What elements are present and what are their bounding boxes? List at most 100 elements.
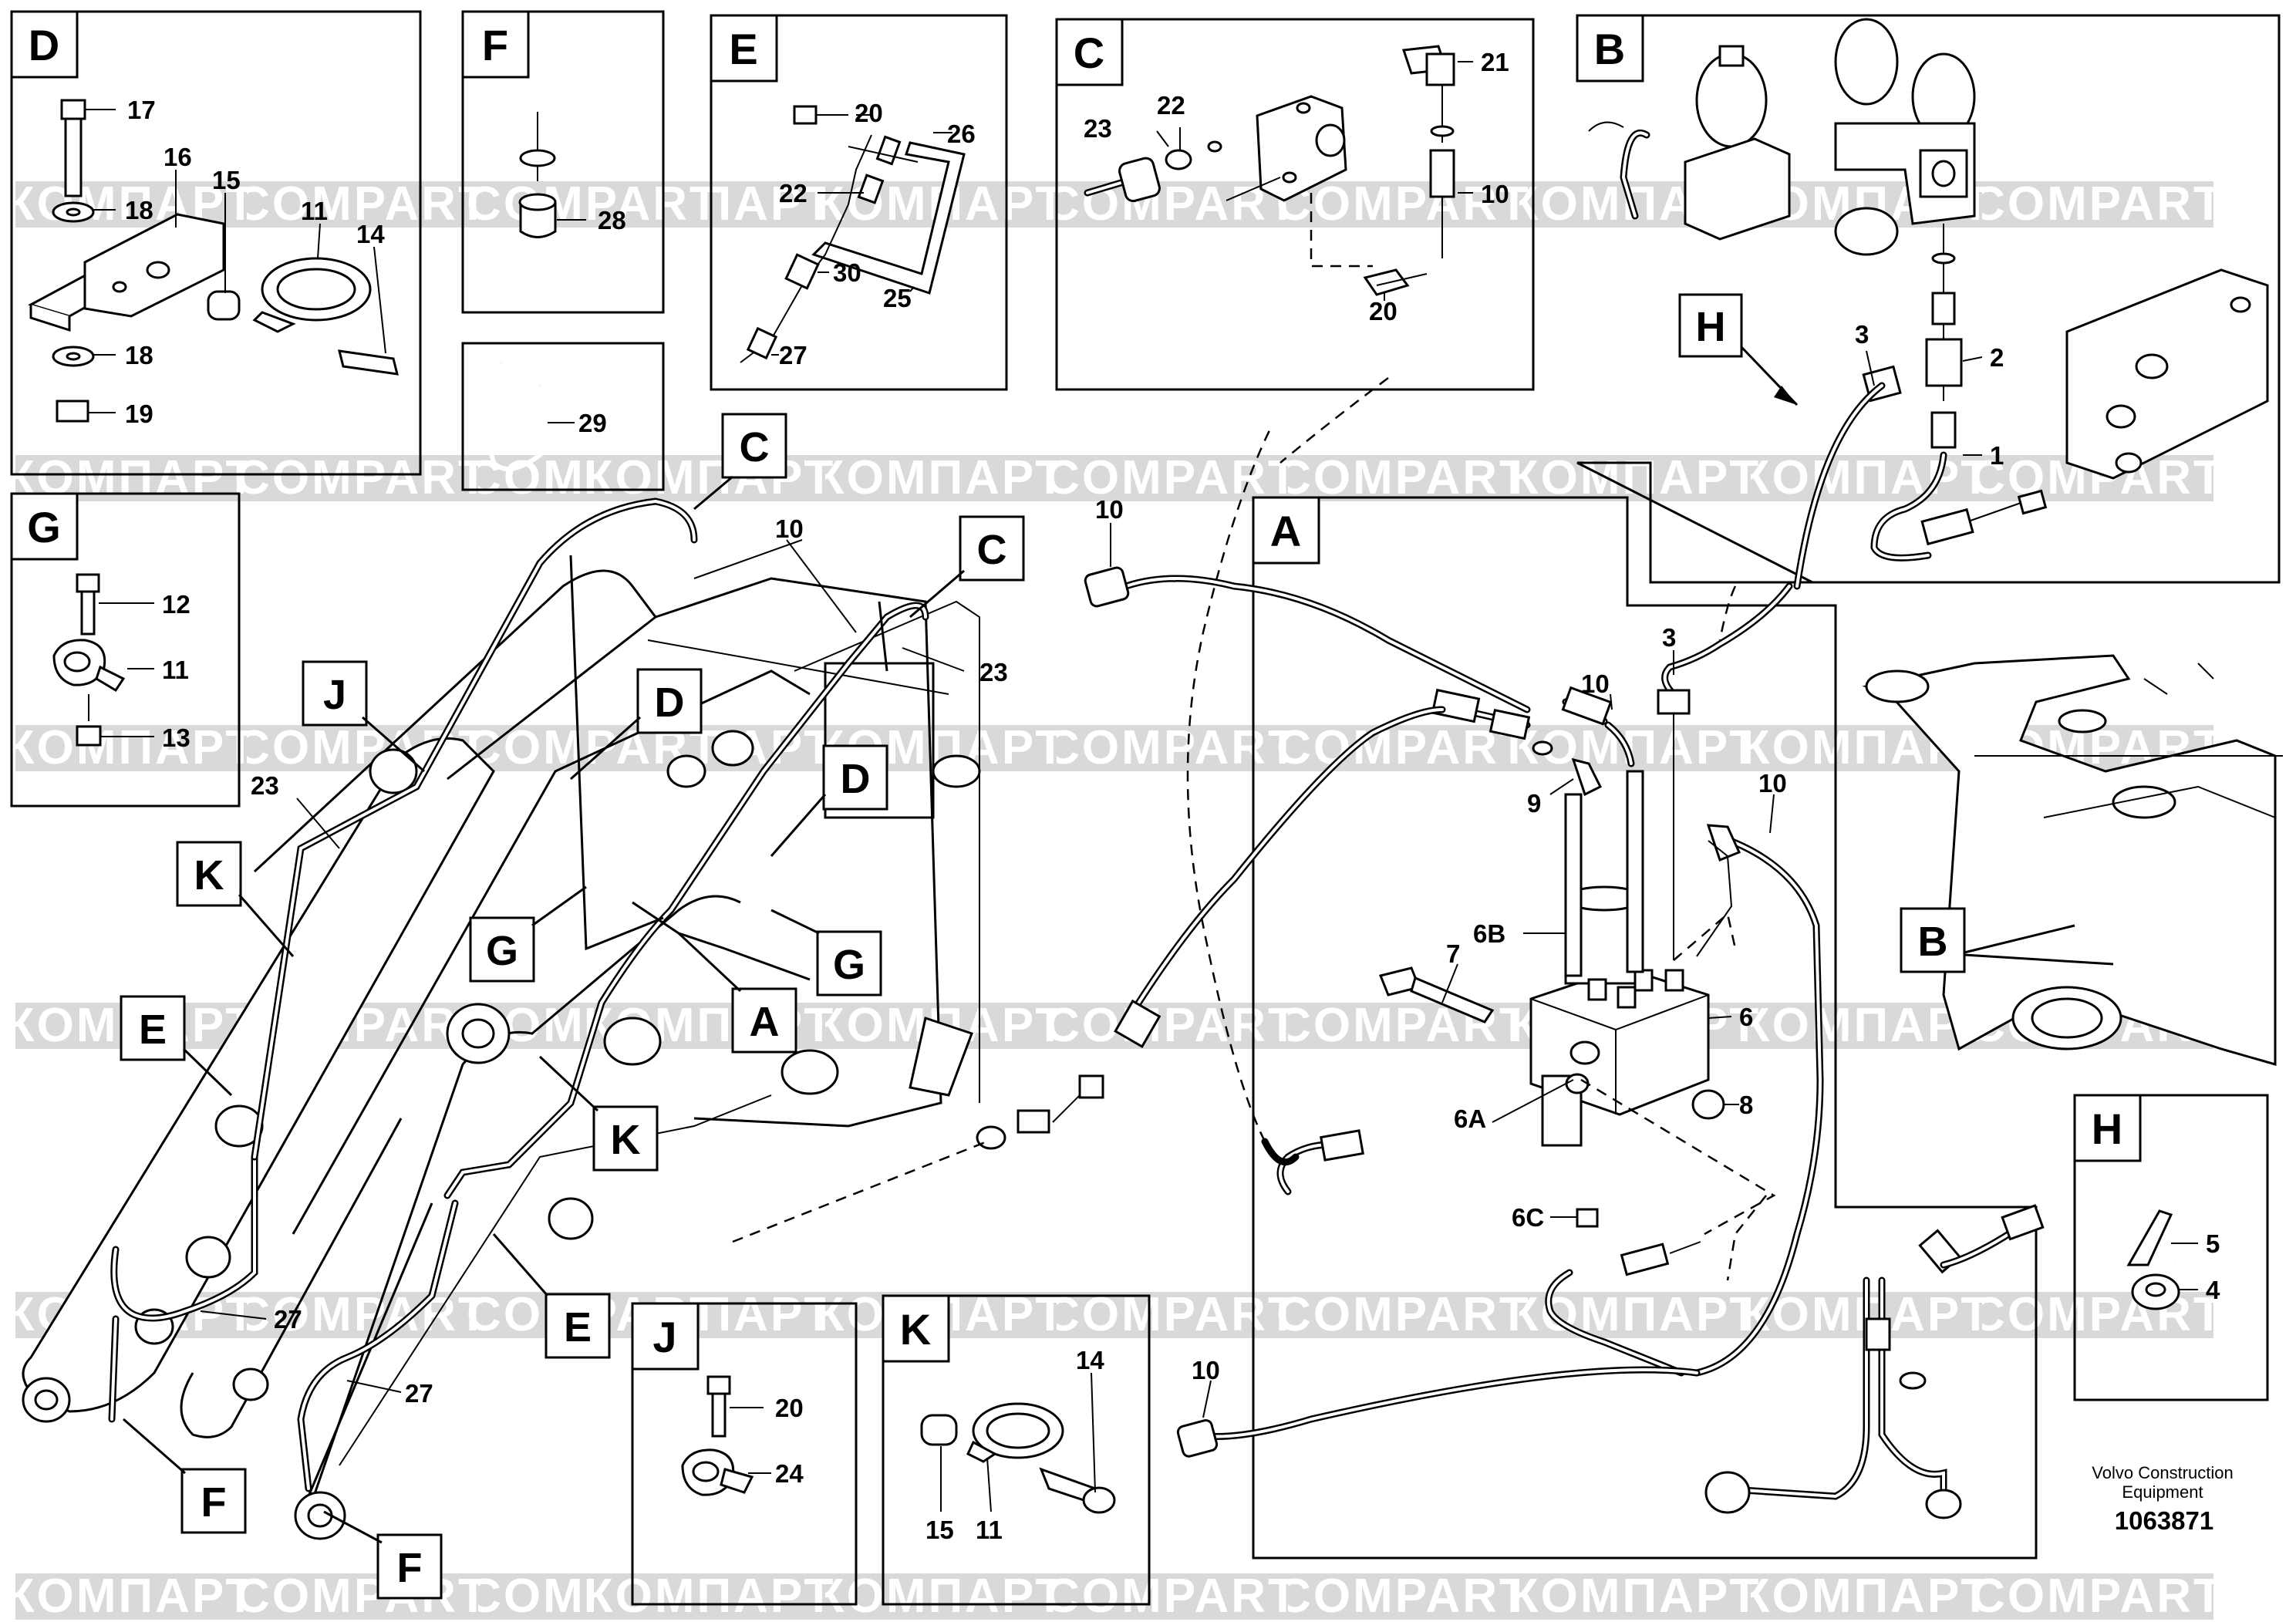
panel-letter: D — [29, 21, 59, 69]
watermark-text: COMPART — [235, 1570, 490, 1622]
watermark-tile — [247, 181, 478, 228]
callout-letter: J — [323, 672, 346, 718]
panel-f: F 28 — [461, 10, 665, 314]
part-label: 15 — [212, 166, 241, 194]
panel-letter: A — [1270, 507, 1301, 555]
callout-letter: C — [740, 424, 770, 470]
part-label: 21 — [1481, 48, 1509, 76]
part-label: 3 — [1855, 320, 1869, 349]
panel-h: H 5 4 — [2073, 1094, 2269, 1401]
watermark-tile — [1519, 1573, 1751, 1620]
callout-letter: F — [397, 1545, 423, 1591]
watermark-text: COMPART — [1045, 1570, 1300, 1622]
watermark-tile — [825, 455, 1057, 501]
panel-letter: E — [729, 25, 757, 73]
watermark-tile — [15, 725, 247, 771]
watermark-tile — [15, 1573, 247, 1620]
panel-letter: H — [2092, 1104, 2122, 1153]
part-label: 12 — [162, 590, 190, 619]
watermark-text: КОМПАРТ — [1509, 1570, 1761, 1622]
watermark-text: COMPART — [1276, 1288, 1531, 1341]
watermark-tile — [1288, 1573, 1519, 1620]
part-label: 6B — [1473, 919, 1505, 948]
part-label: 29 — [578, 409, 607, 437]
machine-view — [22, 377, 2283, 1540]
callout-letter: K — [194, 852, 224, 899]
watermark-text: COMPART — [235, 451, 490, 504]
callout-letter: E — [139, 1007, 167, 1053]
watermark-text: КОМПАРТ — [584, 1570, 835, 1622]
part-label: 28 — [598, 206, 626, 234]
callout-letter: D — [841, 756, 871, 802]
callout-letter: G — [833, 942, 865, 988]
part-label: 22 — [779, 179, 807, 207]
part-label: 11 — [301, 197, 328, 225]
watermark-tile — [1288, 725, 1519, 771]
panel-letter: B — [1594, 25, 1625, 73]
panel-letter: F — [482, 21, 508, 69]
watermark-tile — [1751, 1003, 1982, 1049]
watermark-tile — [1057, 455, 1288, 501]
watermark-tile — [1057, 725, 1288, 771]
panel-d: D 17 16 15 11 1 — [10, 10, 422, 476]
part-label: 24 — [775, 1459, 804, 1488]
watermark-tile — [1288, 181, 1519, 228]
part-label: 9 — [1527, 789, 1541, 818]
panel-j: J 20 24 — [631, 1302, 858, 1606]
part-label: 14 — [356, 220, 385, 248]
watermark-tile — [825, 1573, 1057, 1620]
part-label: 30 — [833, 258, 861, 287]
watermark-tile — [1982, 1573, 2213, 1620]
part-label: 14 — [1076, 1346, 1104, 1374]
panel-b: B H — [1576, 14, 2281, 590]
panel-letter: J — [652, 1313, 676, 1361]
part-label: 18 — [125, 196, 153, 224]
watermark-tile — [1288, 455, 1519, 501]
panel-a: A — [1252, 496, 2045, 1560]
panel-e: E 20 26 22 30 25 27 — [710, 14, 1008, 391]
part-label: 27 — [274, 1305, 302, 1334]
watermark-text: COMPART — [1971, 1570, 2225, 1622]
part-label: 23 — [251, 771, 279, 800]
watermark-text: COMPART — [1045, 721, 1300, 774]
callout-letter: C — [977, 527, 1007, 573]
document-number: 1063871 — [2115, 1506, 2213, 1535]
watermark-text: КОМПАРТ — [584, 451, 835, 504]
watermark-text: COMPART — [1276, 177, 1531, 231]
publisher-line-2: Equipment — [2122, 1482, 2203, 1502]
part-label: 20 — [855, 99, 883, 127]
watermark-text: COMPART — [1045, 177, 1300, 231]
watermark-tile — [478, 181, 710, 228]
callout-letter: F — [201, 1479, 227, 1526]
part-label: 10 — [1481, 180, 1509, 208]
publisher-block: Volvo Construction Equipment 1063871 — [2092, 1463, 2233, 1535]
part-label: 6 — [1739, 1003, 1753, 1031]
part-label: 2 — [1990, 343, 2004, 372]
part-label: 6A — [1454, 1104, 1486, 1133]
watermark-text: COMPART — [1971, 1288, 2225, 1341]
callout-letter: E — [564, 1304, 592, 1351]
part-label: 22 — [1157, 91, 1185, 120]
watermark-tile — [1751, 1573, 1982, 1620]
watermark-tile — [1288, 1292, 1519, 1338]
watermark-tile — [1057, 1573, 1288, 1620]
callout-letter: D — [655, 679, 685, 726]
watermark-text: КОМПАРТ — [5, 721, 257, 774]
callout-letter: H — [1696, 304, 1726, 350]
watermark-text: COMPART — [1276, 1570, 1531, 1622]
watermark-text: COMPART — [235, 1288, 490, 1341]
part-label: 10 — [1758, 769, 1787, 798]
part-label: 7 — [1446, 939, 1460, 968]
part-label: 11 — [162, 656, 189, 684]
watermark-tile — [1057, 1003, 1288, 1049]
callout-letter: A — [750, 999, 780, 1045]
panel-g: G 12 11 13 — [10, 492, 241, 808]
part-label: 23 — [1084, 114, 1112, 143]
watermark-text: COMPART — [1971, 177, 2225, 231]
panel-c: C 21 22 23 10 20 — [1055, 18, 1535, 391]
watermark-tile — [1057, 1292, 1288, 1338]
panel-letter: G — [27, 503, 61, 551]
watermark-tile — [247, 455, 478, 501]
part-label: 4 — [2206, 1276, 2220, 1304]
